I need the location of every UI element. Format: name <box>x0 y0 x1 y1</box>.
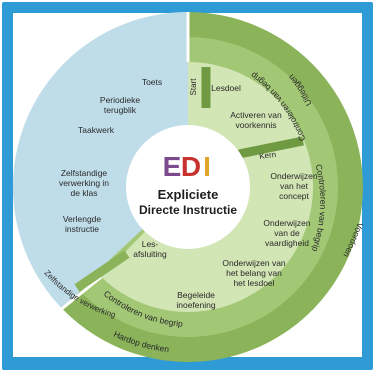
phase-label-kern: Kern <box>259 150 277 161</box>
green-item-lesdoel: Lesdoel <box>211 83 241 93</box>
blue-item-taakwerk: Taakwerk <box>78 125 115 135</box>
bar-zelfstandig <box>74 250 130 292</box>
blue-item-lesafsluiting: Les-afsluiting <box>133 239 167 259</box>
logo-letter-i: I <box>203 151 211 182</box>
divider-zelfstandig <box>61 275 103 310</box>
blue-outer-segment <box>12 11 188 309</box>
bar-kern <box>238 136 304 159</box>
center-disc <box>126 125 250 249</box>
edi-logo: E D I <box>163 151 211 182</box>
blue-item-toets: Toets <box>142 77 162 87</box>
phase-label-start: Start <box>189 78 198 96</box>
logo-letter-d: D <box>181 151 201 182</box>
logo-letter-e: E <box>163 151 182 182</box>
center-title-line1: Expliciete <box>158 187 219 202</box>
center-title-line2: Directe Instructie <box>139 203 237 217</box>
